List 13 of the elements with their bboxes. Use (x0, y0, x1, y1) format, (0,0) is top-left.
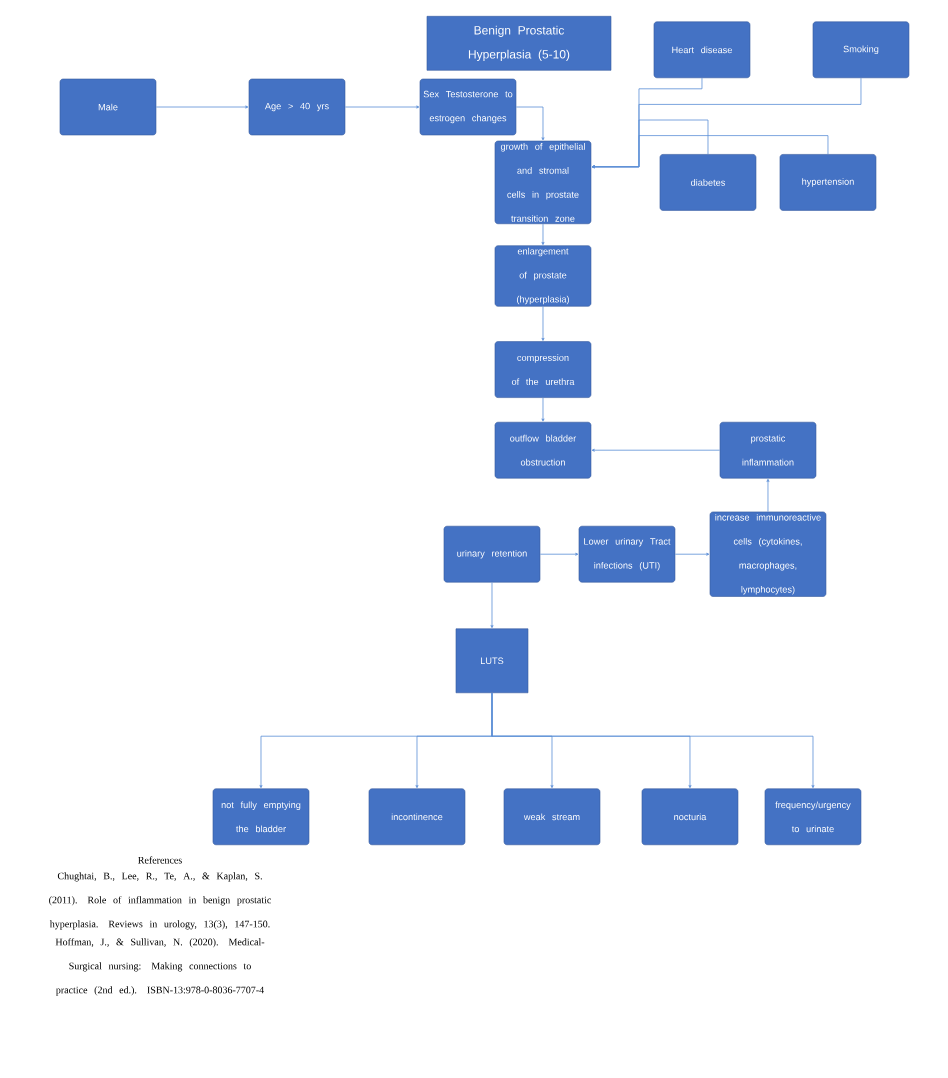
arrow (541, 223, 545, 245)
arrow (155, 105, 249, 109)
arrow (515, 106, 545, 141)
arrow (541, 397, 545, 422)
arrow (591, 135, 829, 169)
arrow (766, 478, 770, 512)
arrow (344, 105, 420, 109)
arrow (491, 692, 815, 789)
arrow (541, 306, 545, 341)
arrow (490, 582, 494, 629)
arrow (591, 448, 721, 452)
arrow (674, 552, 710, 556)
arrow (539, 552, 579, 556)
